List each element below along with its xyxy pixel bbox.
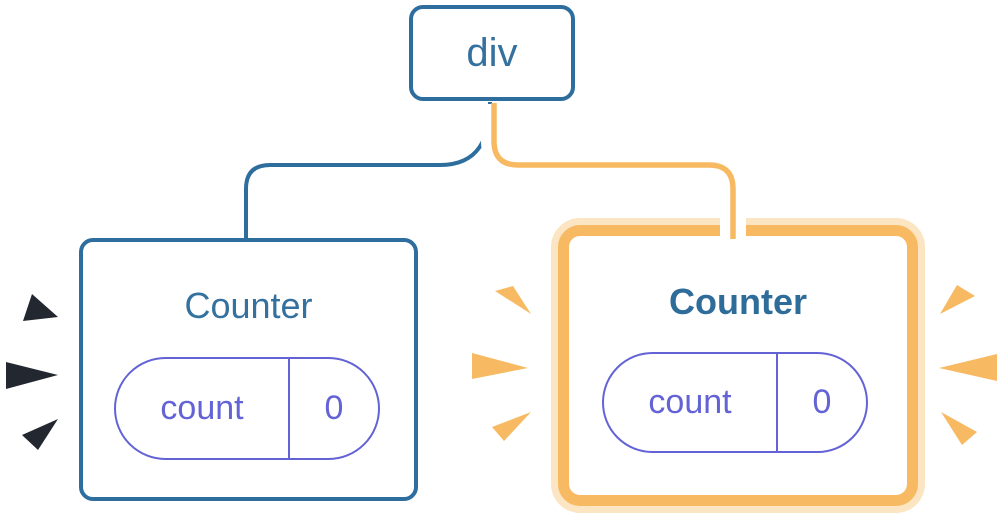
sparkle-burst-left (6, 294, 58, 450)
counter-node-right-highlighted: Counter count 0 (558, 225, 918, 506)
state-value: 0 (324, 389, 344, 427)
counter-left-state-pill: count 0 (114, 357, 380, 460)
root-node-label: div (466, 30, 518, 75)
sparkle-icon (940, 285, 975, 314)
counter-right-title: Counter (669, 281, 807, 322)
counter-right-state-pill: count 0 (602, 352, 868, 453)
sparkle-icon (6, 362, 58, 389)
counter-left-title: Counter (184, 285, 313, 326)
sparkle-icon (472, 353, 528, 379)
sparkle-icon (941, 412, 977, 445)
state-name: count (604, 354, 778, 451)
root-node-div: div (409, 5, 575, 101)
sparkle-icon (23, 294, 58, 321)
edge-to-left-counter (244, 101, 492, 242)
counter-node-left: Counter count 0 (79, 238, 418, 501)
state-name: count (116, 359, 290, 458)
sparkle-icon (495, 286, 531, 314)
state-value: 0 (812, 383, 832, 421)
sparkle-burst-right (939, 285, 997, 445)
sparkle-icon (939, 354, 997, 381)
sparkle-icon (492, 412, 531, 441)
sparkle-icon (22, 419, 58, 450)
edge-to-right-counter (491, 103, 736, 239)
sparkle-burst-middle (472, 286, 531, 441)
